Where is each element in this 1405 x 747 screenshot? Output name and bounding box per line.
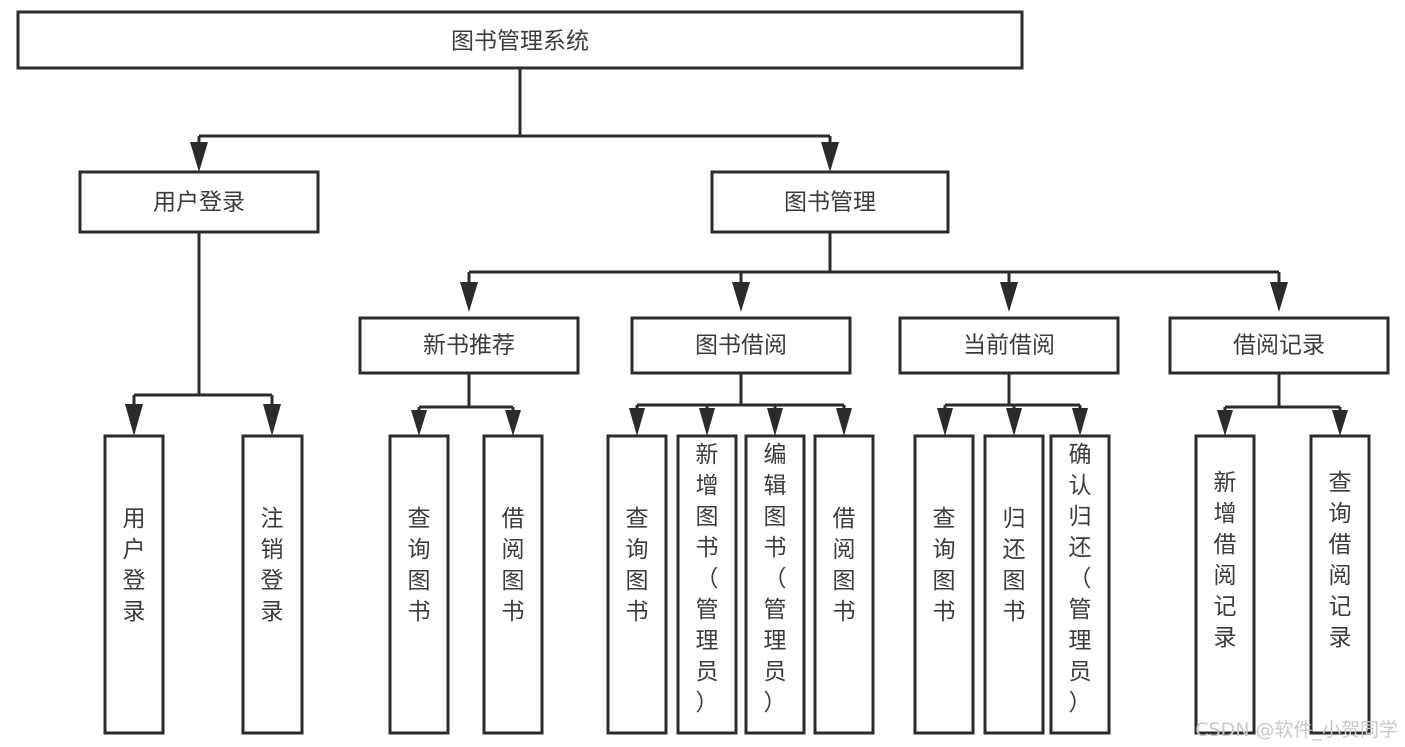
arrow-head-new-book-recommend (460, 282, 478, 312)
leaf-node-query-book-1-label: 查询图书 (408, 506, 431, 625)
arrow-head-leaf-borrow-book-1 (505, 410, 521, 436)
arrow-head-current-borrow (1000, 282, 1018, 312)
leaf-node-return-book-label: 归还图书 (1003, 506, 1026, 625)
node-root-label: 图书管理系统 (451, 29, 589, 55)
arrow-head-leaf-borrow-book-2 (836, 408, 852, 436)
leaf-node-query-book-1-box[interactable] (388, 434, 450, 735)
connector-group-new-book-recommend (411, 372, 521, 436)
connector-group-book-borrow (629, 372, 852, 436)
leaf-node-user-login-box[interactable] (103, 434, 165, 735)
leaf-node-query-book-1[interactable]: 查询图书 (388, 434, 450, 735)
leaf-node-borrow-book-2-label: 借阅图书 (833, 506, 856, 625)
connector-group-root (190, 68, 839, 172)
arrow-head-leaf-edit-book (767, 408, 783, 436)
arrow-head-leaf-add-book (699, 408, 715, 436)
node-book-borrow[interactable]: 图书借阅 (630, 316, 852, 375)
node-new-book-recommend-label: 新书推荐 (423, 333, 515, 359)
leaf-node-add-book[interactable]: 新增图书（管理员） (676, 434, 738, 735)
leaf-node-borrow-book-1-box[interactable] (482, 434, 544, 735)
node-root-box[interactable] (16, 10, 1024, 70)
node-new-book-recommend-box[interactable] (358, 316, 580, 375)
leaf-node-query-book-3[interactable]: 查询图书 (913, 434, 975, 735)
node-borrow-record-box[interactable] (1168, 316, 1390, 375)
leaf-node-query-record[interactable]: 查询借阅记录 (1309, 434, 1371, 735)
node-borrow-record[interactable]: 借阅记录 (1168, 316, 1390, 375)
leaf-node-add-book-label: 新增图书（管理员） (696, 442, 719, 716)
arrow-head-leaf-query-book-3 (937, 408, 953, 436)
leaf-node-confirm-return[interactable]: 确认归还（管理员） (1049, 434, 1111, 735)
node-book-management-box[interactable] (710, 170, 950, 234)
node-new-book-recommend[interactable]: 新书推荐 (358, 316, 580, 375)
leaf-node-query-book-2[interactable]: 查询图书 (606, 434, 668, 735)
leaf-node-logout-label: 注销登录 (261, 506, 284, 625)
node-book-management-label: 图书管理 (784, 190, 876, 216)
leaf-node-edit-book[interactable]: 编辑图书（管理员） (744, 434, 806, 735)
arrow-head-leaf-query-book-1 (411, 410, 427, 436)
leaf-node-return-book[interactable]: 归还图书 (983, 434, 1045, 735)
leaf-node-query-record-label: 查询借阅记录 (1329, 470, 1352, 651)
node-root[interactable]: 图书管理系统 (16, 10, 1024, 70)
leaf-node-logout[interactable]: 注销登录 (241, 434, 304, 735)
node-book-borrow-box[interactable] (630, 316, 852, 375)
arrow-head-leaf-confirm-return (1072, 408, 1088, 436)
leaf-node-user-login[interactable]: 用户登录 (103, 434, 165, 735)
leaf-node-add-book-box[interactable] (676, 434, 738, 735)
node-current-borrow-label: 当前借阅 (963, 333, 1055, 359)
arrow-head-leaf-user-login (125, 404, 143, 436)
arrow-head-leaf-return-book (1006, 408, 1022, 436)
node-book-management[interactable]: 图书管理 (710, 170, 950, 234)
leaf-node-confirm-return-box[interactable] (1049, 434, 1111, 735)
connector-group-current-borrow (937, 372, 1088, 436)
arrow-head-leaf-logout (263, 404, 281, 436)
leaf-node-add-record-box[interactable] (1194, 434, 1256, 735)
node-user-login-box[interactable] (78, 170, 320, 234)
leaf-node-borrow-book-1[interactable]: 借阅图书 (482, 434, 544, 735)
node-current-borrow[interactable]: 当前借阅 (898, 316, 1120, 375)
leaf-node-borrow-book-2-box[interactable] (813, 434, 875, 735)
leaf-node-edit-book-label: 编辑图书（管理员） (764, 442, 787, 716)
leaf-node-query-book-3-label: 查询图书 (933, 506, 956, 625)
connector-group-borrow-record (1217, 372, 1348, 436)
leaf-node-confirm-return-label: 确认归还（管理员） (1069, 442, 1092, 716)
leaf-node-borrow-book-1-label: 借阅图书 (502, 506, 525, 625)
leaf-node-user-login-label: 用户登录 (123, 506, 146, 625)
leaf-node-query-record-box[interactable] (1309, 434, 1371, 735)
leaf-node-query-book-2-box[interactable] (606, 434, 668, 735)
arrow-head-leaf-query-book-2 (629, 408, 645, 436)
node-user-login-label: 用户登录 (153, 190, 245, 216)
connector-group-book-management (460, 232, 1288, 312)
leaf-node-add-record-label: 新增借阅记录 (1214, 470, 1237, 651)
node-current-borrow-box[interactable] (898, 316, 1120, 375)
connector-group-user-login (125, 232, 281, 436)
node-book-borrow-label: 图书借阅 (695, 333, 787, 359)
node-user-login[interactable]: 用户登录 (78, 170, 320, 234)
arrow-head-book-borrow (732, 282, 750, 312)
arrow-head-borrow-record (1270, 282, 1288, 312)
leaf-node-add-record[interactable]: 新增借阅记录 (1194, 434, 1256, 735)
arrow-head-leaf-query-record (1332, 410, 1348, 436)
arrow-head-book-management (821, 142, 839, 172)
leaf-node-query-book-3-box[interactable] (913, 434, 975, 735)
node-borrow-record-label: 借阅记录 (1233, 333, 1325, 359)
arrow-head-leaf-add-record (1217, 410, 1233, 436)
leaf-node-query-book-2-label: 查询图书 (626, 506, 649, 625)
leaf-node-edit-book-box[interactable] (744, 434, 806, 735)
leaf-node-borrow-book-2[interactable]: 借阅图书 (813, 434, 875, 735)
watermark-label: CSDN @软件_小贺同学 (1195, 719, 1398, 741)
leaf-node-return-book-box[interactable] (983, 434, 1045, 735)
arrow-head-user-login (190, 142, 208, 172)
leaf-node-logout-box[interactable] (241, 434, 304, 735)
